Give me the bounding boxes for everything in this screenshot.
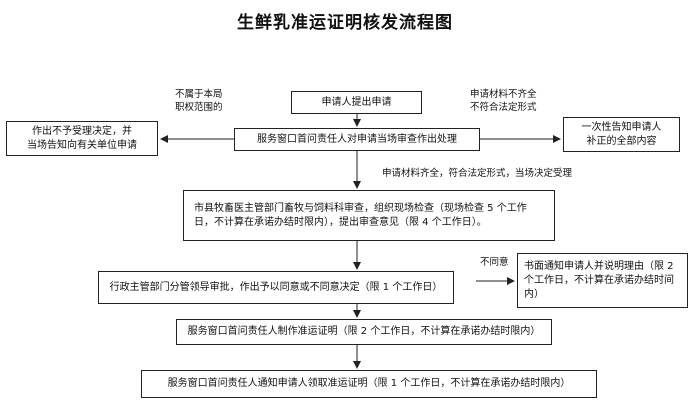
page-title: 生鲜乳准运证明核发流程图 (237, 13, 453, 33)
node-notify-reason: 书面通知申请人并说明理由（限 2 个工作日，不计算在承诺办结时间内） (517, 253, 688, 308)
label-complete: 申请材料齐全，符合法定形式，当场决定受理 (382, 168, 573, 179)
label-out-of-scope: 不属于本局 职权范围的 (175, 89, 223, 113)
node-approve: 行政主管部门分管领导审批，作出予以同意或不同意决定（限 1 个工作日） (98, 271, 454, 304)
node-apply: 申请人提出申请 (291, 91, 422, 114)
node-produce: 服务窗口首问责任人制作准运证明（限 2 个工作日，不计算在承诺办结时限内） (176, 319, 552, 345)
node-review: 服务窗口首问责任人对申请当场审查作出处理 (234, 128, 480, 151)
node-reject: 作出不予受理决定，并 当场告知向有关单位申请 (6, 121, 158, 156)
node-deliver: 服务窗口首问责任人通知申请人领取准运证明（限 1 个工作日，不计算在承诺办结时限… (141, 370, 597, 398)
node-inform: 一次性告知申请人 补正的全部内容 (563, 117, 680, 152)
label-incomplete: 申请材料不齐全 不符合法定形式 (470, 89, 537, 113)
node-inspect: 市县牧畜医主管部门畜牧与饲料科审查，组织现场检查（现场检查 5 个工作日，不计算… (183, 190, 555, 241)
label-disagree: 不同意 (480, 257, 509, 268)
